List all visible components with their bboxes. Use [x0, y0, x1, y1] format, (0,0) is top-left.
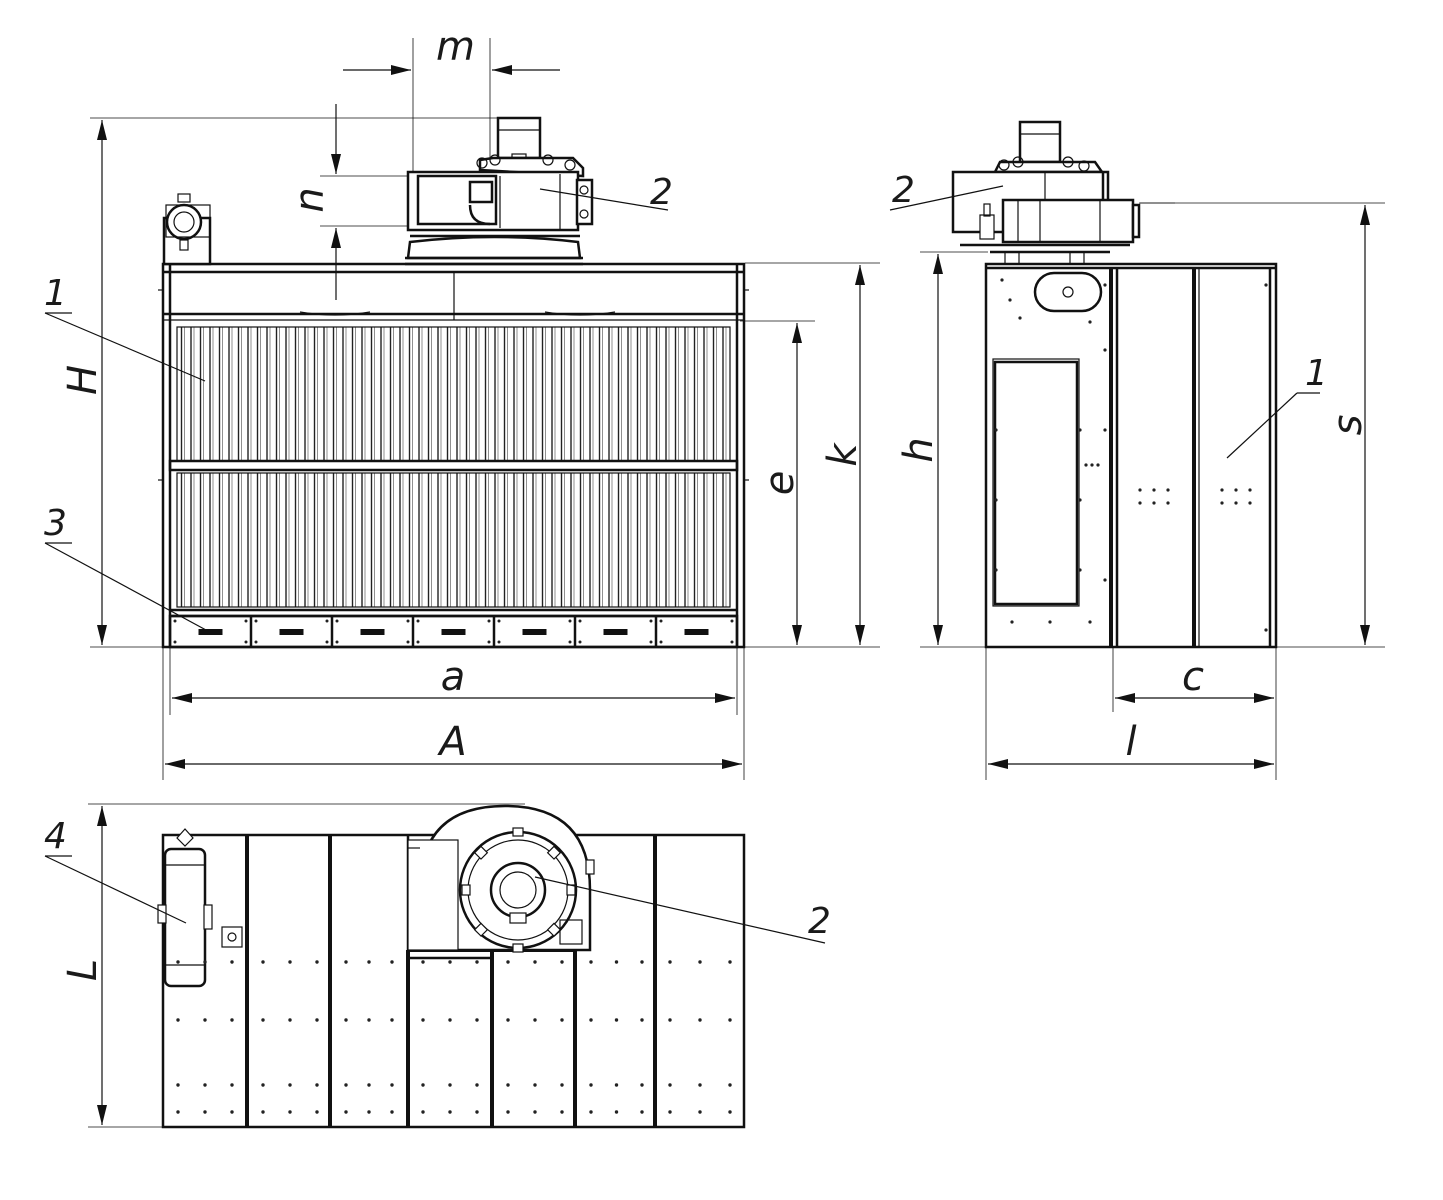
drawer-handle — [198, 629, 223, 635]
front-view: m n H k e a A 1 3 2 — [44, 24, 880, 780]
callout-front-drawer: 3 — [44, 503, 67, 544]
drawer-handle — [603, 629, 628, 635]
top-rivets — [176, 960, 732, 1114]
side-extension-lines — [920, 202, 1385, 780]
dim-label-A: A — [436, 719, 466, 765]
callout-side-panel: 1 — [1305, 353, 1328, 394]
top-fan-unit — [407, 804, 595, 953]
side-body — [984, 262, 1278, 649]
front-dimension-lines — [97, 65, 865, 769]
dim-label-e: e — [757, 471, 803, 496]
side-rivets — [994, 278, 1268, 632]
side-view: h s c l 2 1 — [889, 120, 1385, 780]
front-labels: m n H k e a A — [60, 24, 866, 765]
drawer-handle — [279, 629, 304, 635]
dim-label-l: l — [1125, 719, 1136, 765]
drawer-handle — [684, 629, 709, 635]
dim-label-n: n — [287, 187, 333, 212]
dim-label-m: m — [436, 24, 475, 70]
top-extension-lines — [88, 803, 525, 1128]
front-callouts: 1 3 2 — [44, 172, 673, 631]
drawer-handle — [441, 629, 466, 635]
drawer-handle — [360, 629, 385, 635]
side-fan-unit — [951, 120, 1175, 265]
callout-front-panel: 1 — [44, 273, 67, 314]
side-dimension-lines — [933, 205, 1370, 769]
dim-label-k: k — [820, 442, 866, 467]
top-labels: L — [60, 959, 106, 981]
dim-label-H: H — [60, 365, 106, 395]
top-cylinder — [157, 828, 243, 988]
drawer-row — [168, 614, 739, 649]
callout-front-fan: 2 — [650, 172, 673, 213]
drawer-handle — [522, 629, 547, 635]
dim-label-s: s — [1325, 415, 1371, 436]
fan-flange-tabs — [461, 827, 576, 953]
top-callouts: 4 2 — [44, 816, 831, 944]
callout-top-fan: 2 — [808, 901, 831, 942]
dim-label-L: L — [60, 959, 106, 981]
dim-label-c: c — [1182, 654, 1204, 700]
side-labels: h s c l — [896, 415, 1371, 765]
callout-side-fan: 2 — [892, 170, 915, 211]
dim-label-a: a — [441, 654, 466, 700]
top-left-unit — [162, 193, 212, 266]
dim-label-h: h — [896, 437, 942, 462]
side-callouts: 2 1 — [889, 170, 1328, 459]
front-fan-unit — [405, 116, 594, 266]
callout-top-cylinder: 4 — [44, 816, 67, 857]
filter-panels — [168, 326, 739, 618]
top-view: L 4 2 — [44, 803, 831, 1129]
